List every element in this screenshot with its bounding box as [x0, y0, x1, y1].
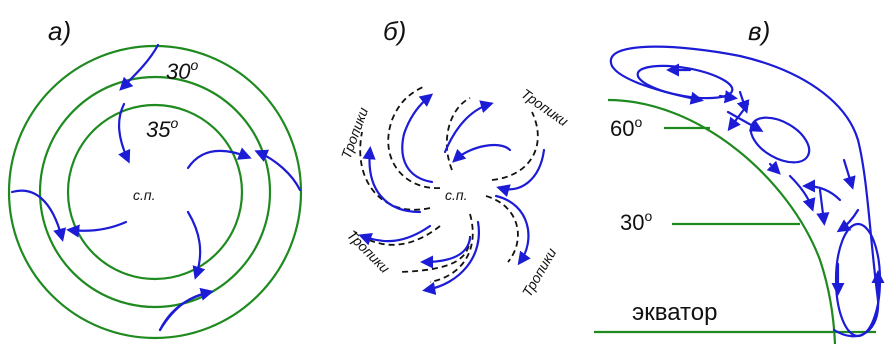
arrow-ferrel-a — [726, 110, 764, 132]
circle-30 — [38, 75, 272, 309]
lat-30-label-c: 30o — [620, 208, 652, 235]
arrow-a3 — [186, 147, 252, 170]
lat-30-label: 30o — [166, 57, 198, 84]
arrow-mid-2 — [816, 188, 830, 226]
panel-c-label: в) — [748, 16, 770, 46]
arrow-b9 — [420, 236, 472, 269]
arrow-a4 — [254, 149, 302, 192]
arrow-b6 — [494, 194, 531, 266]
panel-b-label: б) — [383, 16, 406, 46]
arrow-mid-3 — [802, 179, 842, 202]
tropics-label-nw: Тропики — [338, 105, 371, 161]
arrow-mid-5 — [836, 208, 860, 233]
circle-outer — [7, 44, 303, 340]
arrow-a8 — [10, 189, 67, 242]
earth-surface — [607, 98, 837, 344]
panel-b: б) с.п. Тропики Тропики Тропики Тропики — [338, 16, 572, 300]
tropics-label-sw: Тропики — [344, 227, 393, 276]
arrow-polar-bottom — [718, 90, 738, 104]
circulation-envelope — [609, 45, 880, 338]
panel-a: а) 30o 35o с.п. — [7, 16, 303, 340]
circle-35 — [66, 103, 244, 281]
arrow-a7 — [66, 220, 128, 238]
arrow-b7 — [422, 220, 481, 295]
dash-b8 — [399, 235, 471, 273]
ferrel-cell — [749, 116, 811, 164]
pole-label-b: с.п. — [445, 187, 467, 203]
dash-b2 — [359, 131, 431, 211]
arrow-b2 — [362, 146, 422, 214]
arrow-b8 — [358, 224, 432, 246]
arrow-ferrel-d — [766, 160, 781, 175]
lat-35-label: 35o — [146, 115, 178, 142]
arrow-ferrel-c — [736, 90, 750, 114]
equator-label: экватор — [632, 299, 717, 326]
dash-b4 — [491, 111, 539, 181]
panel-c: в) 60o 30o экватор — [594, 16, 885, 344]
arrow-b4 — [452, 143, 512, 163]
tropics-label-ne: Тропики — [518, 85, 571, 129]
arrow-mid-4 — [842, 158, 856, 190]
arrow-a5 — [186, 210, 206, 280]
dash-b6 — [429, 213, 474, 283]
lat-60-label: 60o — [610, 114, 642, 141]
arrow-b3 — [443, 100, 494, 154]
dash-b3 — [445, 97, 471, 171]
arrow-b1 — [401, 93, 434, 184]
panel-a-label: а) — [48, 16, 71, 46]
arrow-a1 — [119, 43, 160, 91]
arrow-a6 — [158, 287, 214, 332]
hadley-cell — [834, 222, 882, 338]
arrow-mid-1 — [788, 174, 816, 212]
dash-b5 — [485, 195, 519, 263]
arrow-b5 — [496, 148, 546, 197]
pole-label-a: с.п. — [133, 187, 155, 203]
dash-b1 — [387, 85, 441, 189]
arrow-a2 — [118, 102, 131, 164]
